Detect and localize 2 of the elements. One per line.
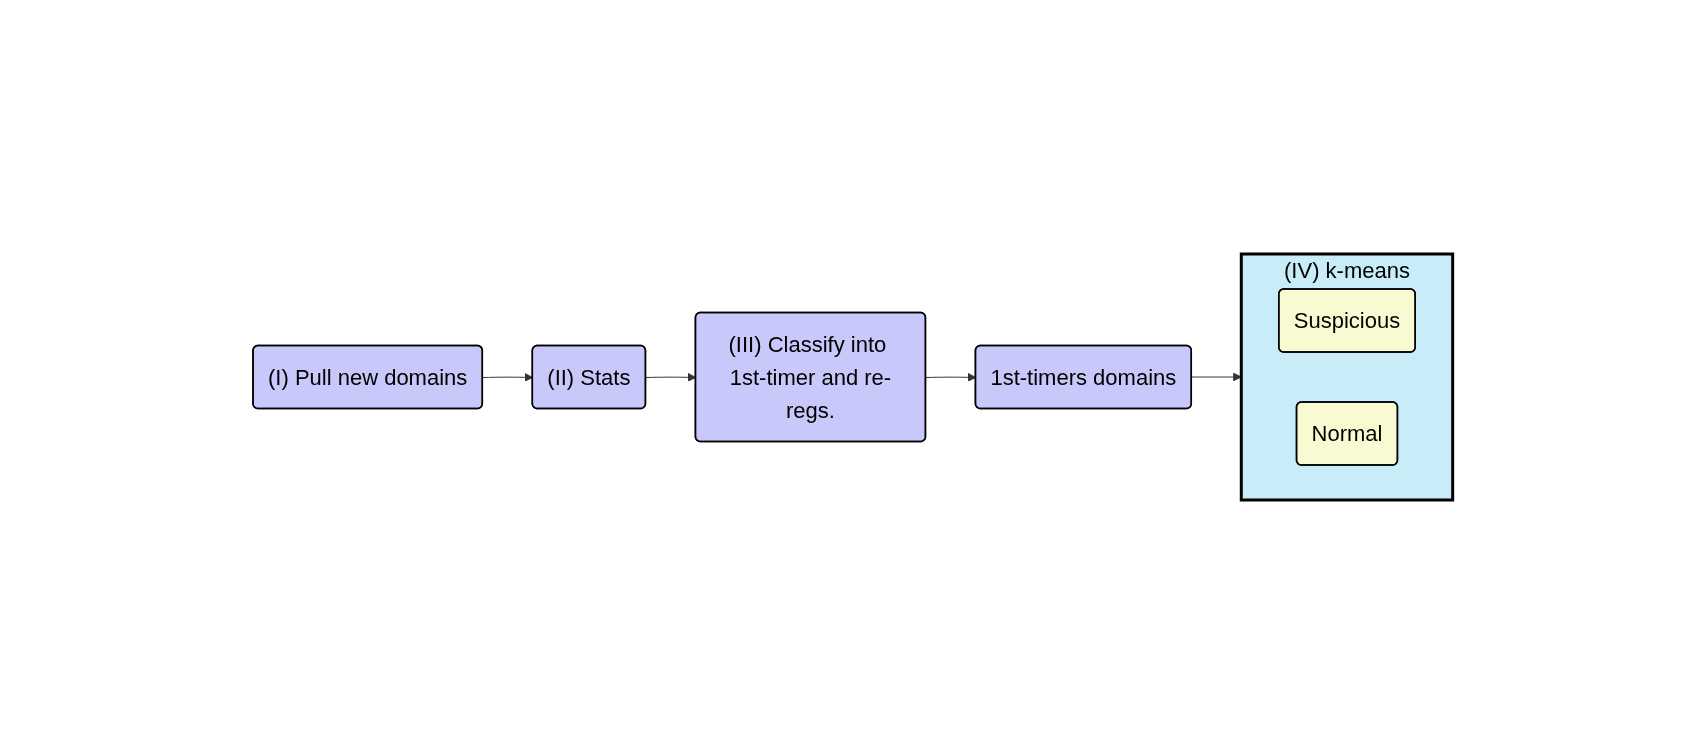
arrow — [645, 372, 696, 382]
arrow — [925, 372, 976, 382]
